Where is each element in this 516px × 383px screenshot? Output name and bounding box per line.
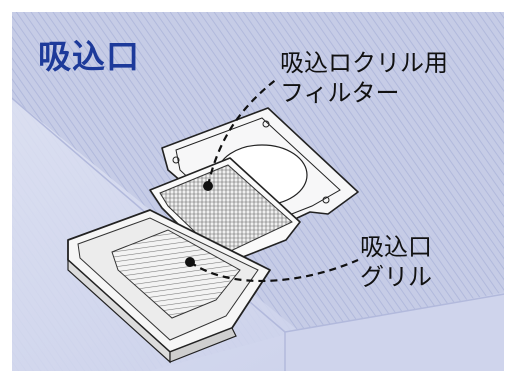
filter-leader-dot	[203, 181, 213, 191]
grille-label: 吸込口 グリル	[360, 232, 432, 292]
filter-mesh-panel	[149, 157, 301, 267]
wall-right	[285, 292, 516, 383]
grille-label-line1: 吸込口	[360, 233, 432, 261]
grille-leader-line	[189, 258, 359, 282]
intake-grille	[67, 209, 271, 364]
grille-leader-dot	[185, 257, 195, 267]
filter-label-line1: 吸込ロクリル用	[280, 49, 448, 77]
filter-label-line2: フィルター	[280, 79, 400, 107]
filter-label: 吸込ロクリル用 フィルター	[280, 48, 448, 108]
page-title: 吸込口	[38, 37, 140, 76]
grille-label-line2: グリル	[360, 263, 432, 291]
filter-leader-line	[206, 77, 279, 187]
